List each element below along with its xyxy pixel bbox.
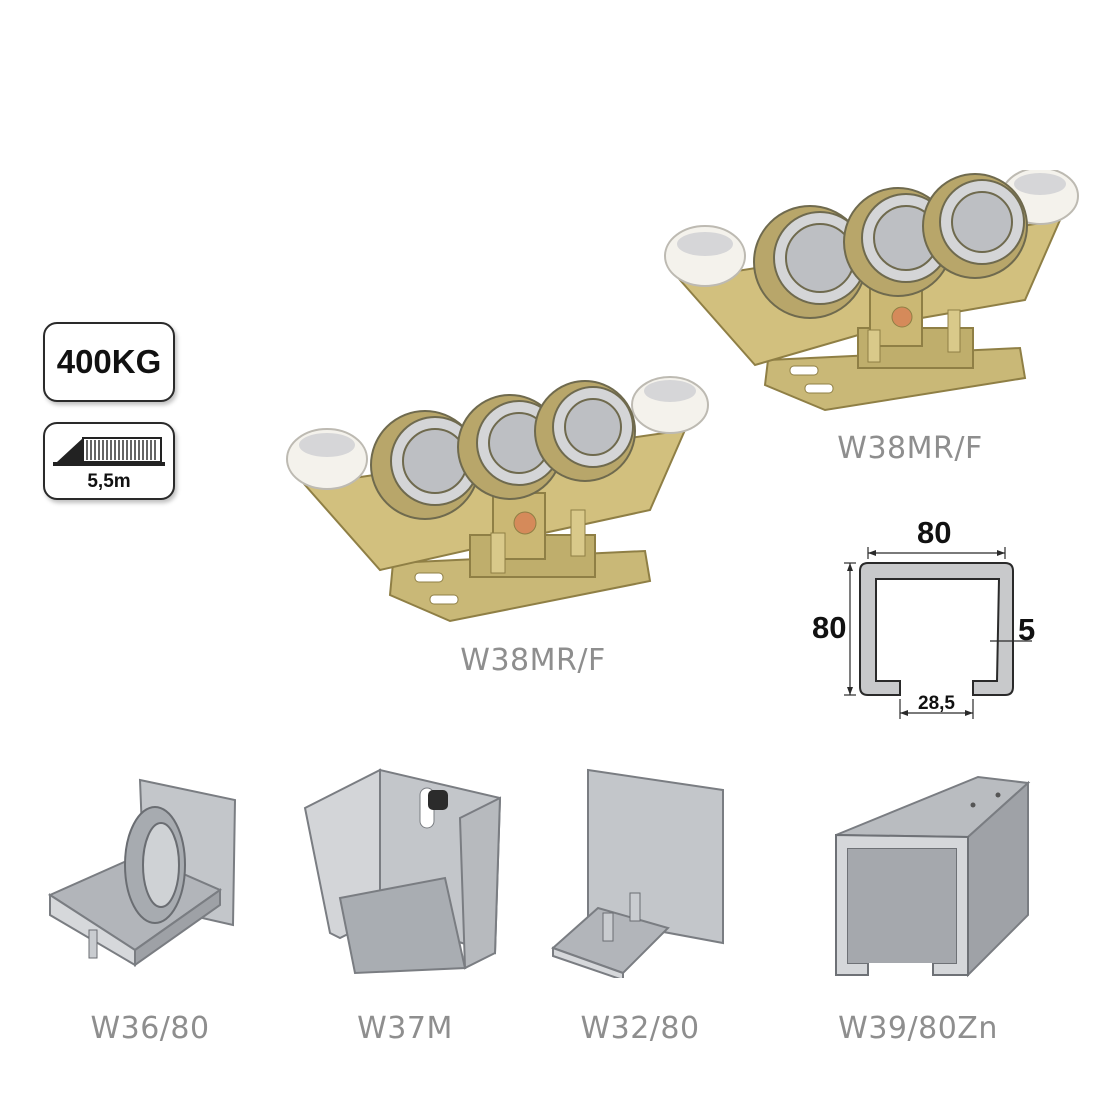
weight-capacity-badge: 400KG bbox=[43, 322, 175, 402]
product-label-end-roller: W36/80 bbox=[90, 1011, 210, 1046]
end-roller-image bbox=[47, 778, 237, 967]
gate-length-text: 5,5m bbox=[87, 471, 131, 492]
product-label-rail: W39/80Zn bbox=[838, 1011, 998, 1046]
product-label-trolley-back: W38MR/F bbox=[837, 431, 983, 466]
product-label-trolley-front: W38MR/F bbox=[460, 643, 606, 678]
trolley-front-image bbox=[286, 376, 709, 623]
gate-icon bbox=[53, 437, 165, 466]
rail-image bbox=[835, 775, 1031, 978]
guide-image bbox=[551, 768, 724, 978]
weight-capacity-text: 400KG bbox=[56, 343, 162, 380]
profile-width-label: 80 bbox=[917, 515, 952, 550]
product-label-guide: W32/80 bbox=[580, 1011, 700, 1046]
end-cap-image bbox=[303, 768, 502, 975]
profile-slot-label: 28,5 bbox=[918, 693, 955, 714]
profile-wall-label: 5 bbox=[1018, 612, 1036, 647]
profile-height-label: 80 bbox=[812, 610, 847, 645]
trolley-back-image bbox=[664, 170, 1079, 412]
product-label-end-cap: W37M bbox=[357, 1011, 453, 1046]
gate-length-badge: 5,5m bbox=[43, 422, 175, 500]
profile-diagram bbox=[844, 547, 1032, 719]
